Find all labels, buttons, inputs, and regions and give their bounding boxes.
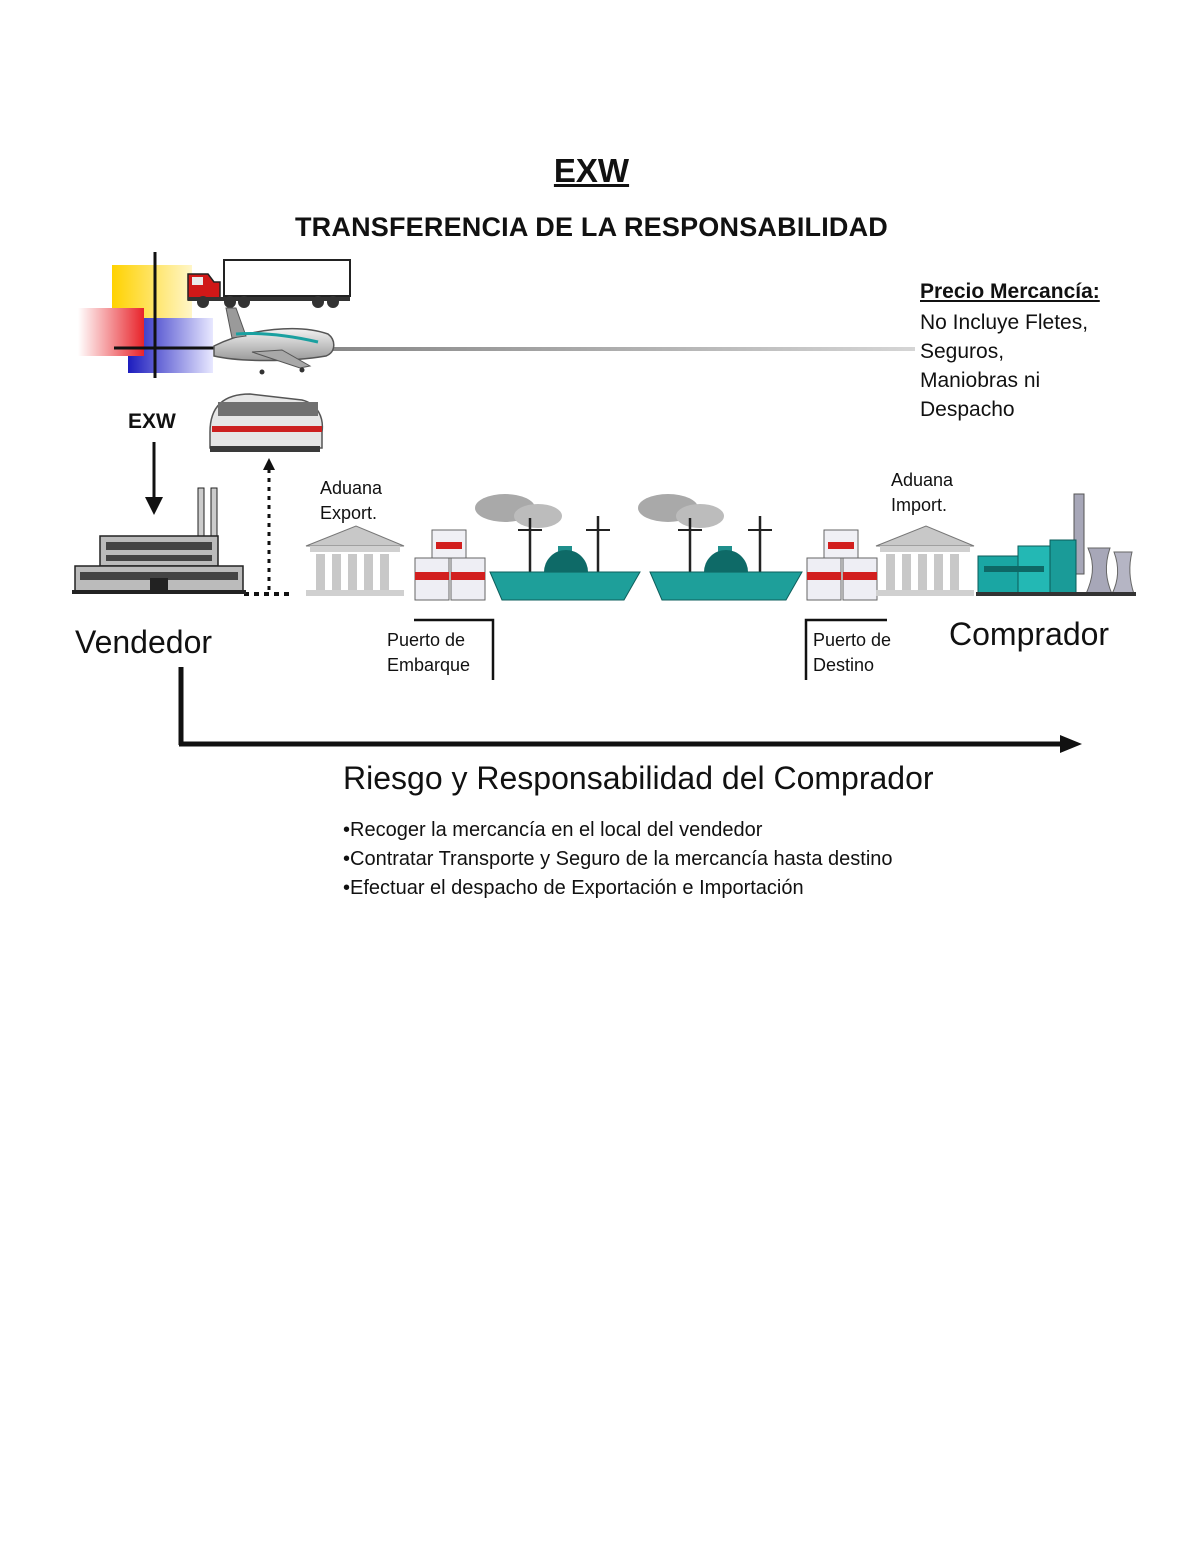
customs-export-label: Aduana Export. [320,478,383,523]
price-heading: Precio Mercancía: [920,280,1100,303]
price-note: No Incluye Fletes, Seguros, Maniobras ni… [920,308,1088,424]
price-line: Seguros, [920,340,1005,363]
airplane-icon [213,307,335,375]
page-title: EXW [553,152,630,189]
responsibility-list: •Recoger la mercancía en el local del ve… [343,816,893,903]
containers-destination-icon [806,529,878,601]
list-item: •Contratar Transporte y Seguro de la mer… [343,848,893,870]
power-plant-icon [976,493,1136,596]
transfer-line [230,347,915,351]
ship-2-icon [638,494,803,601]
price-line: Maniobras ni [920,369,1041,392]
containers-origin-icon [414,529,486,601]
price-line: No Incluye Fletes, [920,311,1089,334]
truck-icon [187,259,351,308]
list-item: •Efectuar el despacho de Exportación e I… [343,877,804,899]
port-destination-bracket [804,618,887,680]
train-icon [209,393,324,452]
ship-1-icon [475,494,641,601]
customs-import-label: Aduana Import. [891,470,954,515]
customs-import-icon [875,525,975,596]
transport-logo [78,252,235,378]
port-destination-label: Puerto de Destino [813,630,892,675]
price-line: Despacho [920,398,1015,421]
list-item: •Recoger la mercancía en el local del ve… [343,819,763,841]
buyer-label: Comprador [949,616,1110,652]
exw-label: EXW [128,410,176,433]
dotted-arrow [244,458,292,596]
responsibility-arrow [178,667,1082,753]
factory-icon [72,487,246,594]
page-subtitle: TRANSFERENCIA DE LA RESPONSABILIDAD [294,212,889,242]
seller-label: Vendedor [75,624,213,660]
customs-export-icon [305,525,405,596]
responsibility-title: Riesgo y Responsabilidad del Comprador [343,760,934,796]
port-origin-bracket [414,618,495,680]
port-origin-label: Puerto de Embarque [387,630,471,675]
